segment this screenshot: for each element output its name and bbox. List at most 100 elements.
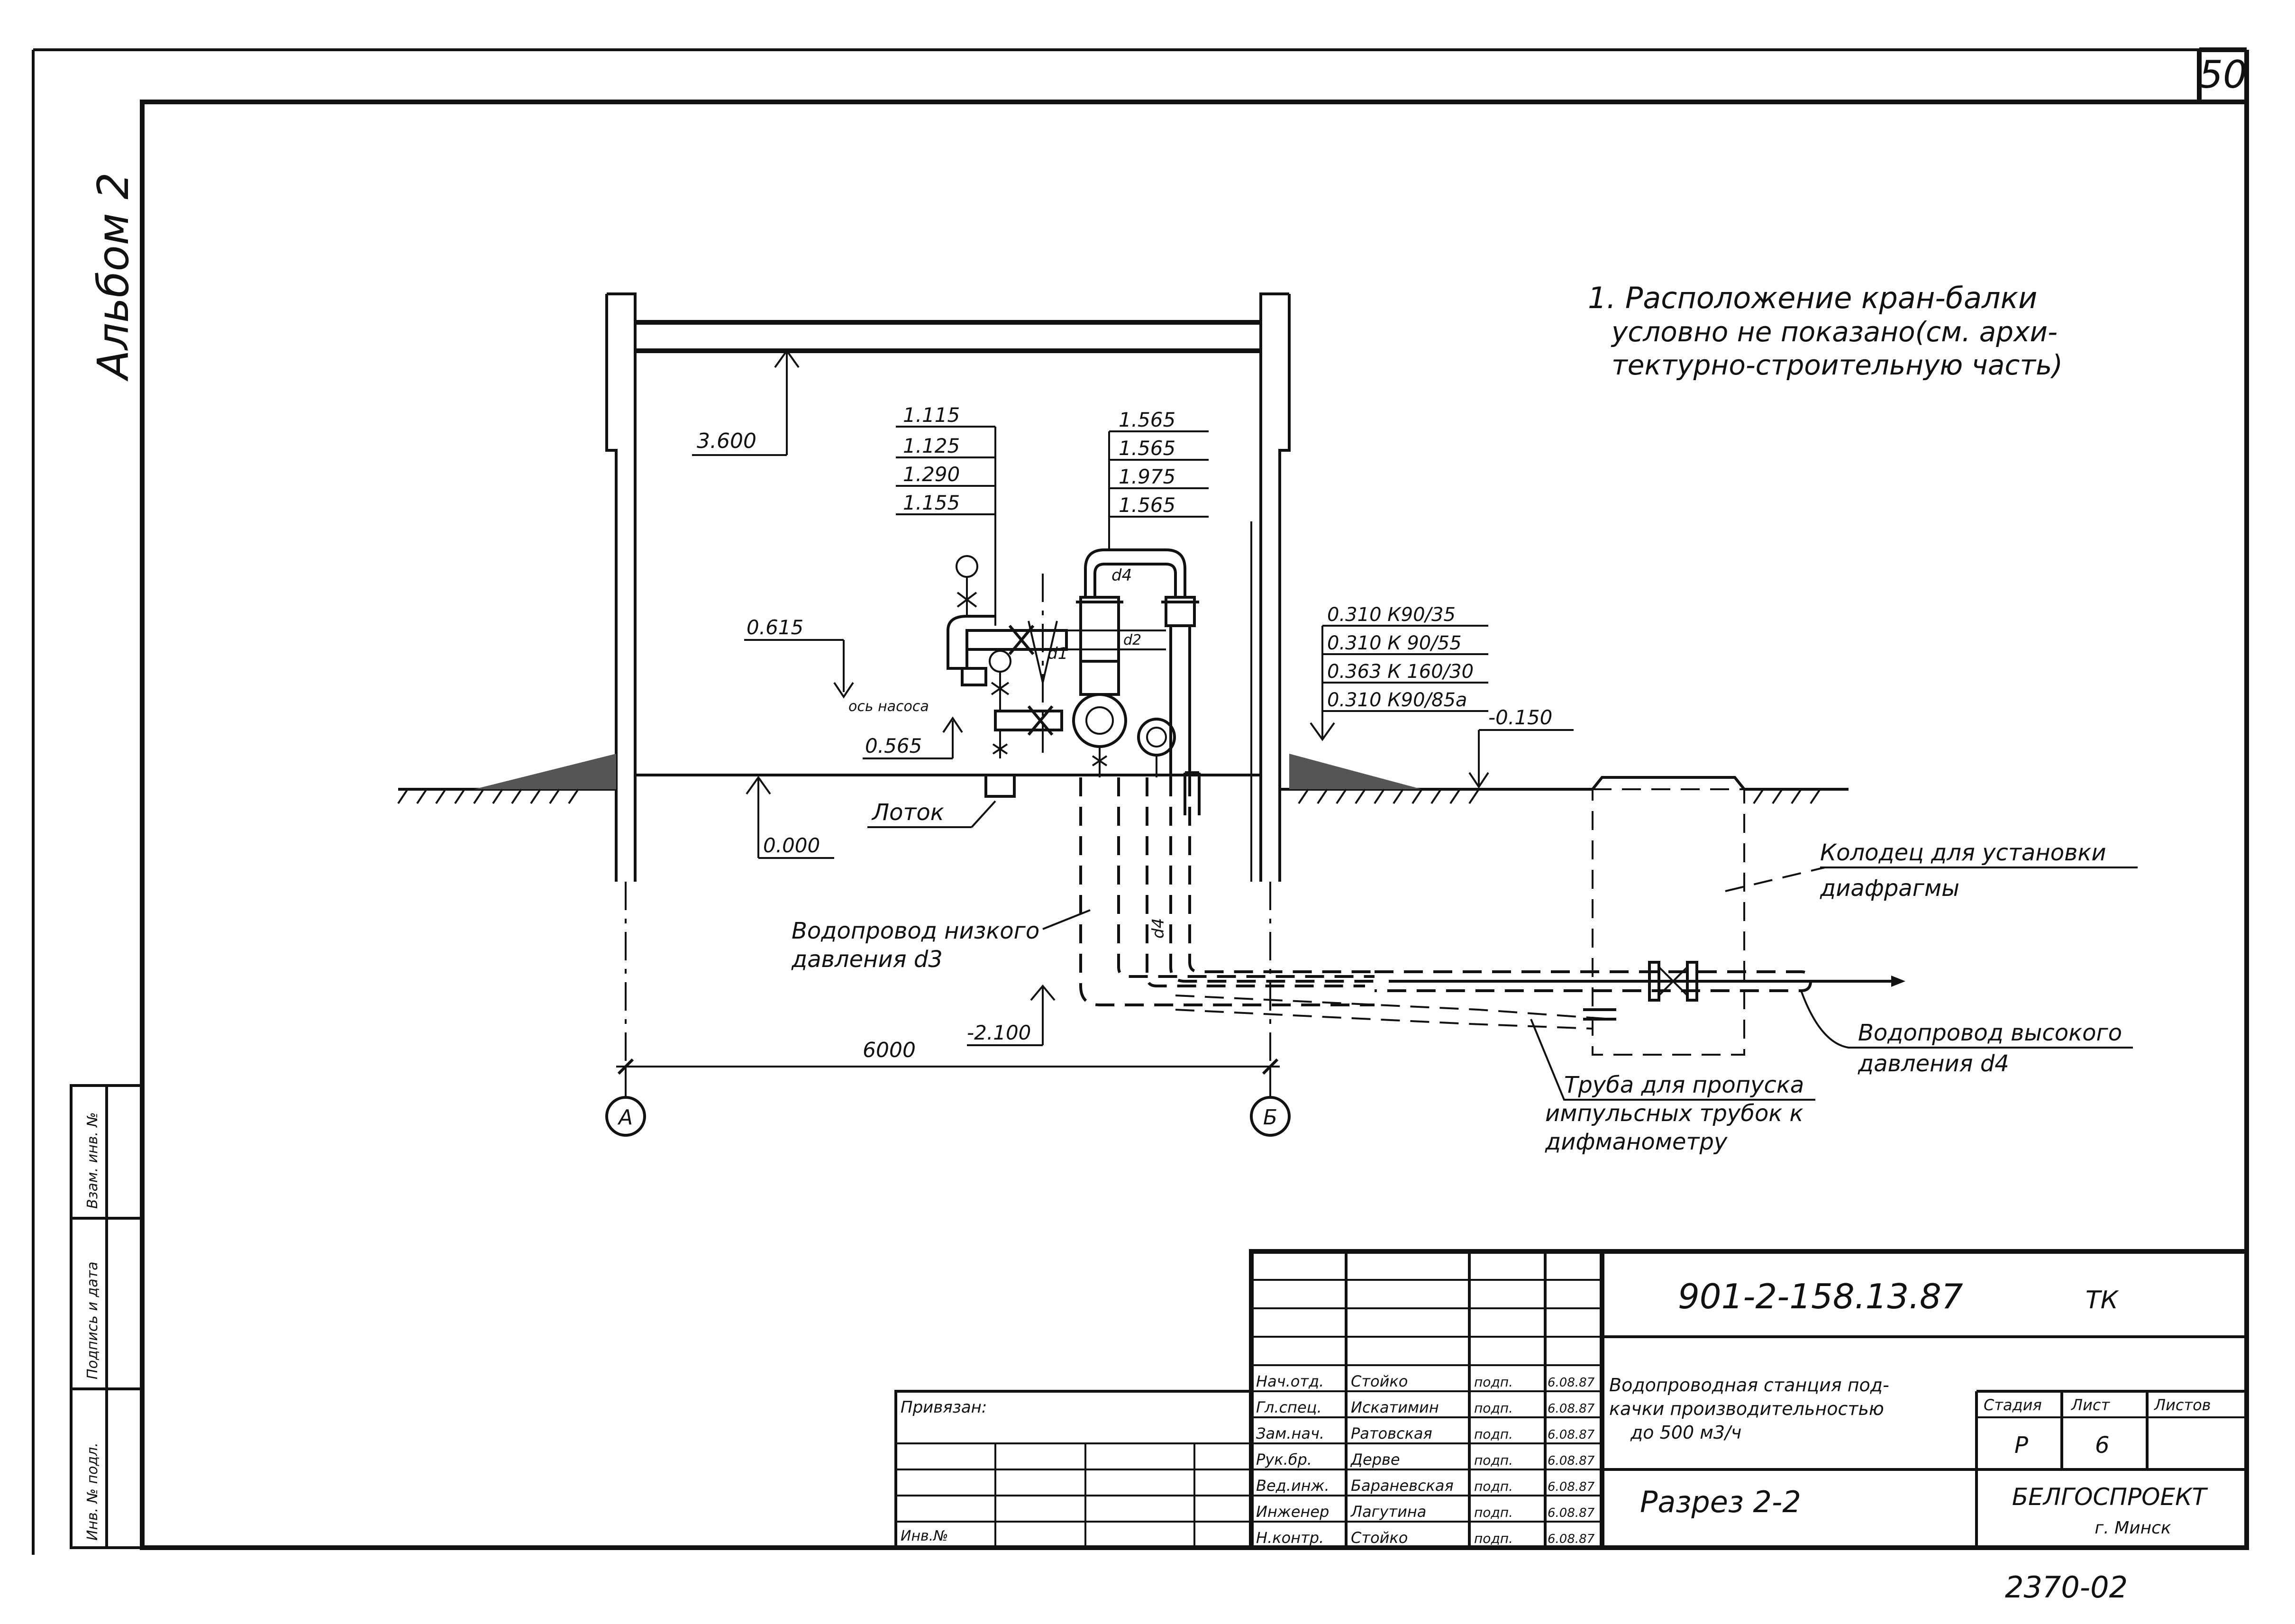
pipe-d4-side: d4 bbox=[1149, 918, 1168, 939]
project-line-3: до 500 м3/ч bbox=[1630, 1422, 1741, 1443]
low-pressure-label-2: давления d3 bbox=[791, 946, 943, 973]
tube-label-3: дифманометру bbox=[1545, 1129, 1728, 1155]
stamp-inv-podl: Инв. № подл. bbox=[84, 1442, 101, 1541]
date-1: 6.08.87 bbox=[1548, 1402, 1595, 1416]
axis-b-label: Б bbox=[1263, 1105, 1277, 1130]
elevation-3600: 3.600 bbox=[697, 429, 756, 453]
pipe-d2: d2 bbox=[1123, 632, 1141, 648]
low-pressure-label-1: Водопровод низкого bbox=[792, 918, 1039, 944]
stage-value: Р bbox=[2014, 1432, 2028, 1459]
note-line-1: 1. Расположение кран-балки bbox=[1588, 281, 2037, 315]
title-block bbox=[894, 1249, 2249, 1550]
elevation-m2100: -2.100 bbox=[967, 1021, 1031, 1044]
date-4: 6.08.87 bbox=[1548, 1480, 1595, 1494]
elevation-mark-0615 bbox=[744, 639, 854, 699]
ground bbox=[397, 754, 1849, 804]
name-4: Бараневская bbox=[1351, 1477, 1454, 1495]
mid-stack-2: 1.975 bbox=[1119, 465, 1175, 488]
bottom-code: 2370-02 bbox=[2005, 1570, 2128, 1605]
axis-b-marker bbox=[1250, 1096, 1291, 1137]
role-4: Вед.инж. bbox=[1256, 1477, 1330, 1495]
signature-0: подп. bbox=[1474, 1374, 1513, 1390]
elevation-mark-m0150 bbox=[1468, 729, 1574, 789]
trough-leader bbox=[867, 800, 996, 828]
left-stack-3: 1.155 bbox=[903, 491, 960, 514]
right-stack-2: 0.363 К 160/30 bbox=[1327, 661, 1474, 683]
signature-5: подп. bbox=[1474, 1505, 1513, 1520]
elevation-0615: 0.615 bbox=[747, 616, 803, 639]
sheet-header: Лист bbox=[2071, 1396, 2110, 1414]
well-leader bbox=[1725, 867, 1825, 892]
high-pressure-label-2: давления d4 bbox=[1858, 1050, 2009, 1077]
left-stack-0: 1.115 bbox=[903, 403, 960, 427]
high-pressure-label-1: Водопровод высокого bbox=[1858, 1020, 2122, 1046]
name-0: Стойко bbox=[1351, 1372, 1408, 1390]
mid-stack-leaders bbox=[1108, 430, 1209, 550]
binding-label: Привязан: bbox=[901, 1398, 987, 1417]
name-6: Стойко bbox=[1351, 1529, 1408, 1547]
dimension-6000: 6000 bbox=[863, 1038, 916, 1062]
signature-4: подп. bbox=[1474, 1478, 1513, 1494]
elevation-0000: 0.000 bbox=[763, 834, 820, 857]
name-5: Лагутина bbox=[1350, 1503, 1426, 1521]
date-0: 6.08.87 bbox=[1548, 1376, 1595, 1390]
high-pressure-leader bbox=[1800, 990, 2133, 1049]
elevation-mark-m2100 bbox=[967, 984, 1056, 1046]
doc-mark: ТК bbox=[2086, 1286, 2119, 1314]
pump-axis-label: ось насоса bbox=[848, 698, 929, 715]
left-stack-1: 1.125 bbox=[903, 434, 960, 457]
stage-header: Стадия bbox=[1984, 1396, 2042, 1414]
name-2: Ратовская bbox=[1351, 1424, 1432, 1442]
role-0: Нач.отд. bbox=[1256, 1372, 1324, 1390]
org-city: г. Минск bbox=[2095, 1518, 2171, 1538]
well-outline bbox=[1591, 776, 1746, 1056]
doc-code: 901-2-158.13.87 bbox=[1678, 1277, 1963, 1316]
elevation-mark-0565 bbox=[863, 716, 963, 759]
date-5: 6.08.87 bbox=[1548, 1506, 1595, 1520]
sheet-value: 6 bbox=[2095, 1432, 2110, 1459]
note-line-3: тектурно-строительную часть) bbox=[1612, 349, 2063, 381]
role-3: Рук.бр. bbox=[1256, 1451, 1312, 1469]
role-6: Н.контр. bbox=[1256, 1529, 1324, 1547]
well-label-1: Колодец для установки bbox=[1820, 839, 2106, 866]
well-label-2: диафрагмы bbox=[1820, 875, 1959, 902]
axis-a-label: А bbox=[617, 1105, 633, 1130]
signature-1: подп. bbox=[1474, 1400, 1513, 1416]
elevation-0565: 0.565 bbox=[865, 734, 922, 757]
left-stack-2: 1.290 bbox=[903, 463, 960, 486]
signature-2: подп. bbox=[1474, 1426, 1513, 1442]
date-6: 6.08.87 bbox=[1548, 1532, 1595, 1546]
low-pressure-leader bbox=[1042, 909, 1091, 930]
mid-stack-0: 1.565 bbox=[1119, 408, 1175, 431]
underground-pipes bbox=[1079, 771, 1905, 1030]
trough bbox=[984, 775, 1016, 798]
pipe-d4-top: d4 bbox=[1111, 566, 1132, 585]
stamp-vzam-inv: Взам. инв. № bbox=[84, 1112, 101, 1209]
role-1: Гл.спец. bbox=[1256, 1398, 1322, 1416]
sheet-title: Разрез 2-2 bbox=[1640, 1485, 1801, 1519]
role-5: Инженер bbox=[1256, 1503, 1329, 1521]
elevation-mark-3600 bbox=[692, 349, 800, 456]
project-line-1: Водопроводная станция под- bbox=[1609, 1375, 1889, 1396]
elevation-m0150: -0.150 bbox=[1488, 706, 1552, 729]
mid-stack-1: 1.565 bbox=[1119, 437, 1175, 460]
role-2: Зам.нач. bbox=[1256, 1424, 1324, 1442]
building-walls bbox=[605, 292, 1291, 882]
stamp-sign-date: Подпись и дата bbox=[84, 1262, 101, 1380]
sheets-header: Листов bbox=[2154, 1396, 2211, 1414]
tube-label-1: Труба для пропуска bbox=[1564, 1072, 1804, 1098]
grid-axes bbox=[616, 882, 1280, 1097]
axis-a-marker bbox=[605, 1096, 646, 1137]
tube-leader bbox=[1530, 1019, 1815, 1101]
right-stack-leaders bbox=[1310, 625, 1488, 741]
trough-label: Лоток bbox=[871, 799, 944, 826]
project-line-2: качки производительностью bbox=[1609, 1398, 1884, 1419]
right-stack-1: 0.310 К 90/55 bbox=[1327, 632, 1462, 654]
sheet-frame bbox=[32, 47, 2249, 1555]
pipe-d1: d1 bbox=[1047, 644, 1068, 663]
tube-label-2: импульсных трубок к bbox=[1545, 1100, 1803, 1127]
note-line-2: условно не показано(см. архи- bbox=[1611, 316, 2058, 348]
pump-assembly bbox=[947, 548, 1199, 777]
signature-3: подп. bbox=[1474, 1452, 1513, 1468]
